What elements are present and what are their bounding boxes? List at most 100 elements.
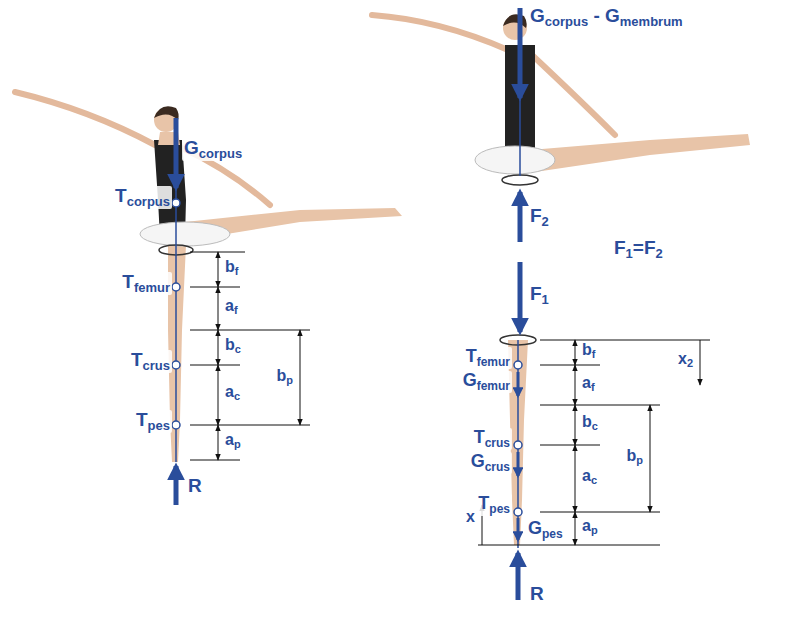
force-label-right: F1: [528, 284, 551, 307]
force-label-right: ap: [580, 517, 600, 536]
label-glyph: G: [605, 5, 620, 26]
label-glyph: b: [225, 258, 235, 275]
force-label-left: ac: [223, 383, 242, 402]
label-glyph: a: [582, 374, 591, 391]
force-arrows-left: [172, 118, 180, 505]
dimension-lines-left: [190, 252, 310, 460]
force-label-right: bf: [580, 341, 597, 360]
force-label-right: Gfemur: [461, 371, 512, 393]
label-glyph: T: [478, 493, 489, 513]
label-glyph: F: [644, 237, 656, 258]
label-glyph: b: [582, 341, 592, 358]
label-glyph: p: [234, 438, 241, 450]
force-label-right: af: [580, 374, 597, 393]
force-label-left: Tpes: [134, 410, 172, 433]
label-glyph: crus: [485, 436, 510, 450]
label-glyph: G: [463, 370, 477, 390]
label-glyph: membrum: [620, 14, 683, 29]
label-glyph: 1: [542, 292, 549, 307]
label-glyph: c: [592, 420, 598, 432]
label-glyph: F: [530, 205, 542, 226]
force-label-right: Tfemur: [464, 347, 512, 369]
label-glyph: crus: [485, 460, 510, 474]
dancer-right: [372, 14, 750, 545]
label-glyph: f: [235, 265, 239, 277]
label-glyph: T: [122, 271, 134, 292]
label-glyph: -: [588, 5, 605, 26]
label-glyph: T: [115, 185, 127, 206]
label-glyph: p: [591, 524, 598, 536]
label-glyph: T: [131, 349, 143, 370]
label-glyph: pes: [542, 527, 563, 541]
force-label-left: Gcorpus: [182, 138, 244, 161]
force-label-left: Tcrus: [129, 350, 172, 373]
label-glyph: c: [234, 390, 240, 402]
label-glyph: c: [235, 343, 241, 355]
force-label-left: bp: [274, 367, 295, 386]
label-glyph: pes: [148, 418, 170, 433]
label-glyph: x: [678, 350, 687, 367]
force-label-right: Gpes: [526, 519, 565, 541]
label-glyph: 2: [542, 214, 549, 229]
label-glyph: crus: [143, 358, 170, 373]
label-glyph: p: [286, 374, 293, 386]
label-glyph: G: [530, 5, 545, 26]
label-glyph: x: [466, 508, 475, 525]
label-glyph: T: [466, 346, 477, 366]
label-glyph: T: [474, 427, 485, 447]
label-glyph: b: [582, 413, 592, 430]
label-glyph: b: [276, 367, 286, 384]
force-label-right: x: [464, 508, 477, 526]
force-label-left: Tcorpus: [113, 186, 172, 209]
force-arrows-right: [514, 8, 522, 600]
label-glyph: corpus: [127, 194, 170, 209]
label-glyph: 2: [656, 246, 663, 261]
dimension-lines-right: [478, 340, 710, 545]
force-label-right: Tcrus: [472, 428, 512, 450]
force-label-left: Tfemur: [120, 272, 172, 295]
force-label-right: bc: [580, 413, 600, 432]
label-glyph: corpus: [199, 146, 242, 161]
label-glyph: a: [582, 467, 591, 484]
label-glyph: b: [225, 336, 235, 353]
label-glyph: F: [530, 283, 542, 304]
label-glyph: F: [614, 237, 626, 258]
label-glyph: G: [471, 451, 485, 471]
label-glyph: pes: [489, 502, 510, 516]
label-glyph: femur: [134, 280, 170, 295]
force-label-left: bc: [223, 336, 243, 355]
force-label-right: Tpes: [476, 494, 512, 516]
force-label-right: F1=F2: [612, 238, 665, 261]
label-glyph: b: [626, 447, 636, 464]
label-glyph: a: [582, 517, 591, 534]
label-glyph: 1: [626, 246, 633, 261]
force-label-right: Gcorpus - Gmembrum: [528, 6, 685, 29]
force-label-left: af: [223, 297, 240, 316]
label-glyph: a: [225, 297, 234, 314]
dancer-left: [15, 92, 402, 462]
force-label-right: bp: [624, 447, 645, 466]
label-glyph: corpus: [545, 14, 588, 29]
label-glyph: T: [136, 409, 148, 430]
label-glyph: p: [636, 454, 643, 466]
label-glyph: femur: [477, 355, 510, 369]
force-label-right: R: [528, 584, 546, 605]
label-glyph: =: [633, 237, 644, 258]
label-glyph: c: [591, 474, 597, 486]
label-glyph: f: [591, 381, 595, 393]
force-label-right: F2: [528, 206, 551, 229]
label-glyph: a: [225, 431, 234, 448]
force-label-right: Gcrus: [469, 452, 512, 474]
label-glyph: a: [225, 383, 234, 400]
force-label-right: ac: [580, 467, 599, 486]
label-glyph: R: [188, 475, 202, 496]
label-glyph: 2: [687, 357, 693, 369]
label-glyph: f: [592, 348, 596, 360]
label-glyph: G: [528, 518, 542, 538]
force-label-right: x2: [676, 350, 695, 369]
label-glyph: R: [530, 583, 544, 604]
force-label-left: ap: [223, 431, 243, 450]
label-glyph: femur: [477, 379, 510, 393]
